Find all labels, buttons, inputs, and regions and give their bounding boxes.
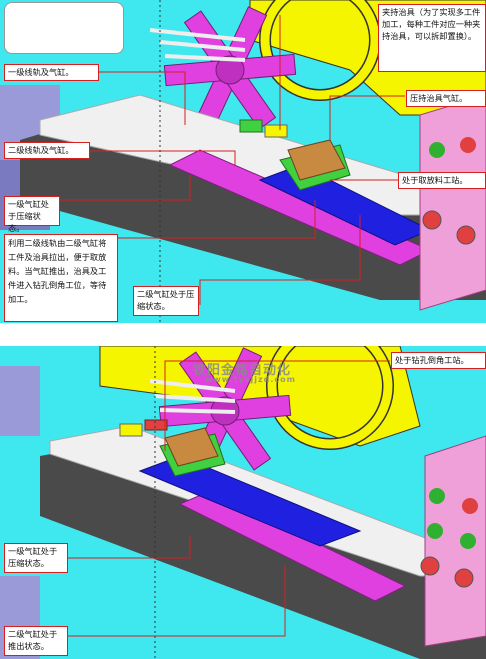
process-note-callout: 利用二级线轨由二级气缸将工件及治具拉出，便于取放料。当气缸推出，治具及工件进入钻… (4, 234, 118, 322)
control-panel (419, 94, 486, 311)
watermark-url: www.tysjjzd.com (205, 375, 296, 384)
drilling-station-callout: 处于钻孔倒角工站。 (391, 352, 486, 369)
panel-separator (0, 323, 486, 346)
blank-note-box (4, 2, 124, 54)
yellow-wheel (260, 0, 380, 100)
level1-cyl-compressed-callout: 一级气缸处于压缩状态。 (4, 196, 60, 233)
red-button-2 (420, 556, 440, 576)
level1-cyl-compressed-text-bottom: 一级气缸处于压缩状态。 (8, 546, 58, 568)
red-button (460, 137, 476, 153)
level1-cyl-compressed-callout-bottom: 一级气缸处于压缩状态。 (4, 543, 68, 573)
level2-rail-text: 二级线轨及气缸。 (8, 145, 74, 155)
red-button-3 (454, 568, 474, 588)
level1-rail-text: 一级线轨及气缸。 (8, 67, 74, 77)
yellow-wheel (267, 346, 393, 449)
level2-rail-callout: 二级线轨及气缸。 (4, 142, 90, 159)
spindles (149, 28, 246, 62)
workpiece-block (287, 139, 346, 181)
dark-base-rail (20, 110, 486, 300)
magenta-star-wheel (163, 6, 297, 134)
bottom-diagram-panel: 处于钻孔倒角工站。 一级气缸处于压缩状态。 二级气缸处于推出状态。 (0, 346, 486, 659)
green-button-3 (460, 533, 476, 549)
press-fixture-text: 压持治具气缸。 (410, 93, 468, 103)
process-note-text: 利用二级线轨由二级气缸将工件及治具拉出，便于取放料。当气缸推出，治具及工件进入钻… (8, 238, 107, 304)
press-fixture-2 (264, 124, 288, 138)
workpiece-block (164, 427, 219, 467)
blue-slide (138, 455, 362, 547)
press-fixture-1 (239, 119, 263, 133)
spindles (149, 379, 236, 414)
level2-cyl-pushed-callout: 二级气缸处于推出状态。 (4, 626, 68, 656)
top-leader-lines (60, 15, 405, 305)
loading-station-text: 处于取放料工站。 (402, 175, 468, 185)
watermark-text: 铁阳金铭自动化 (193, 363, 292, 378)
bottom-leader-lines (68, 360, 390, 637)
red-button-2 (422, 210, 442, 230)
fixture-note-text: 夹持治具（为了实现多工件加工，每种工件对应一种夹持治具，可以拆卸置换）。 (382, 7, 481, 41)
top-machine-drawing (0, 0, 486, 323)
red-button-3 (456, 225, 476, 245)
level2-cyl-compressed-callout: 二级气缸处于压缩状态。 (133, 286, 199, 316)
fixture-note-callout: 夹持治具（为了实现多工件加工，每种工件对应一种夹持治具，可以拆卸置换）。 (378, 4, 486, 72)
left-block (0, 366, 40, 436)
white-rail (39, 94, 486, 216)
red-button (462, 498, 478, 514)
top-diagram-panel: 夹持治具（为了实现多工件加工，每种工件对应一种夹持治具，可以拆卸置换）。 一级线… (0, 0, 486, 323)
green-button-2 (427, 523, 443, 539)
control-panel (424, 435, 486, 647)
bottom-machine-drawing (0, 346, 486, 659)
drilling-station-text: 处于钻孔倒角工站。 (395, 355, 469, 365)
loading-station-callout: 处于取放料工站。 (398, 172, 486, 189)
level2-cyl-compressed-text: 二级气缸处于压缩状态。 (137, 289, 195, 311)
level1-cyl-compressed-text: 一级气缸处于压缩状态。 (8, 199, 49, 233)
press-fixture-callout: 压持治具气缸。 (406, 90, 486, 107)
press-fixture-2 (144, 419, 168, 431)
green-button (429, 142, 445, 158)
level2-cyl-pushed-text: 二级气缸处于推出状态。 (8, 629, 58, 651)
green-button (429, 488, 445, 504)
level1-rail-callout: 一级线轨及气缸。 (4, 64, 99, 81)
dark-base-rail (40, 441, 486, 659)
press-fixture-1 (119, 423, 143, 437)
yellow-frame (99, 346, 421, 447)
